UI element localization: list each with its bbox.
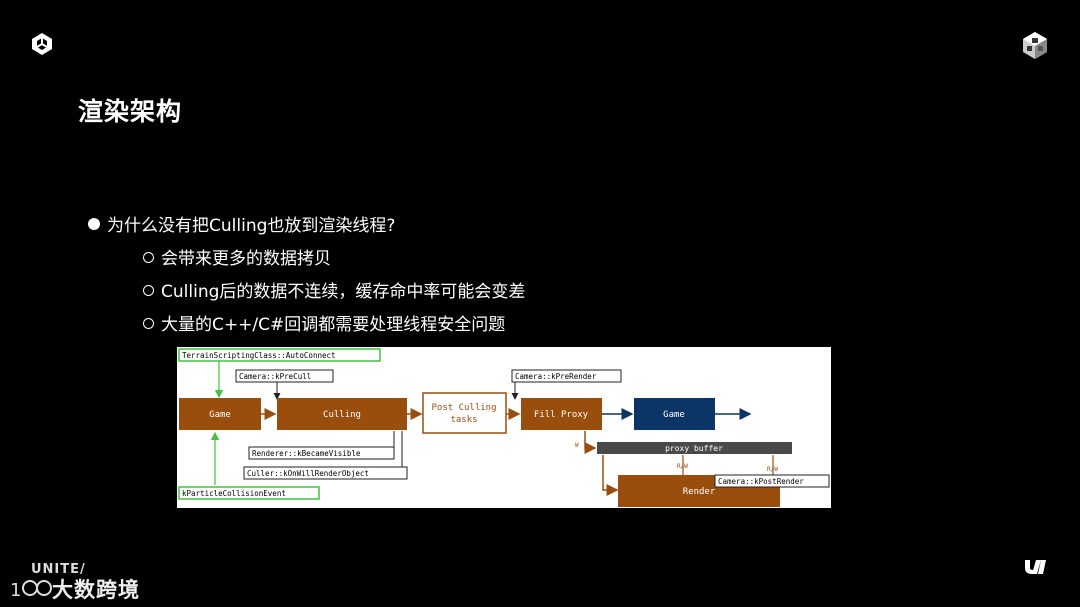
buffer-to-render-arrow <box>602 455 619 496</box>
bullet-text: 会带来更多的数据拷贝 <box>161 249 331 269</box>
will-render-box <box>243 466 408 480</box>
particle-collision-box <box>178 486 320 500</box>
bullet-ring-icon <box>143 318 154 329</box>
brand-watermark: 大数跨境 <box>52 578 140 602</box>
prerender-label: Camera::kPreRender <box>515 372 597 381</box>
autoconnect-box <box>178 348 381 362</box>
fill-proxy-node <box>521 398 602 430</box>
will-render-label: Culler::kOnWillRenderObject <box>247 469 369 478</box>
bullet-main: 为什么没有把Culling也放到渲染线程? <box>88 211 395 236</box>
render-label: Render <box>683 487 716 497</box>
rw-label-1: R/W <box>677 463 688 470</box>
post-render-box <box>714 474 830 488</box>
bullet-text: 大量的C++/C#回调都需要处理线程安全问题 <box>161 315 506 335</box>
sub-bullet: 大量的C++/C#回调都需要处理线程安全问题 <box>143 310 505 335</box>
culling-node-label: Culling <box>323 410 361 420</box>
sub-bullet: Culling后的数据不连续，缓存命中率可能会变差 <box>143 277 525 302</box>
bullet-text: 为什么没有把Culling也放到渲染线程? <box>107 216 396 236</box>
bullet-ring-icon <box>143 285 154 296</box>
post-culling-node <box>422 392 507 434</box>
post-culling-label-2: tasks <box>450 415 477 425</box>
bullet-text: Culling后的数据不连续，缓存命中率可能会变差 <box>161 282 526 302</box>
precull-label: Camera::kPreCull <box>239 372 311 381</box>
autoconnect-label: TerrainScriptingClass::AutoConnect <box>182 351 336 360</box>
proxy-buffer-node <box>597 442 792 454</box>
became-visible-box <box>248 446 395 460</box>
post-render-label: Camera::kPostRender <box>718 477 804 486</box>
game-right-label: Game <box>663 410 685 420</box>
post-culling-label-1: Post Culling <box>431 403 496 413</box>
particle-collision-label: kParticleCollisionEvent <box>182 489 286 498</box>
game-right-node <box>634 398 715 430</box>
unity-logo-icon <box>32 33 52 55</box>
svg-text:1: 1 <box>10 580 21 601</box>
unite-emblem-icon: 1 <box>10 580 52 601</box>
unity-u-logo-icon <box>1025 560 1046 574</box>
prerender-box <box>511 369 622 383</box>
precull-box <box>235 369 334 383</box>
render-architecture-diagram: W R/W R/W Game Culling Post Culling task… <box>177 347 831 508</box>
fill-to-buffer-arrow <box>584 431 597 454</box>
cube-logo-icon <box>1023 32 1047 59</box>
unite-wordmark: UNITE/ <box>31 562 86 577</box>
fill-proxy-label: Fill Proxy <box>534 410 589 420</box>
proxy-buffer-label: proxy buffer <box>665 444 723 453</box>
bullet-ring-icon <box>143 252 154 263</box>
game-node <box>179 398 261 430</box>
bullet-dot-icon <box>88 218 100 230</box>
sub-bullet: 会带来更多的数据拷贝 <box>143 244 331 269</box>
rw-label-2: R/W <box>767 466 778 473</box>
became-visible-label: Renderer::kBecameVisible <box>252 449 361 458</box>
culling-node <box>277 398 407 430</box>
w-label: W <box>575 442 579 449</box>
game-node-label: Game <box>209 410 231 420</box>
slide-title: 渲染架构 <box>78 97 183 126</box>
